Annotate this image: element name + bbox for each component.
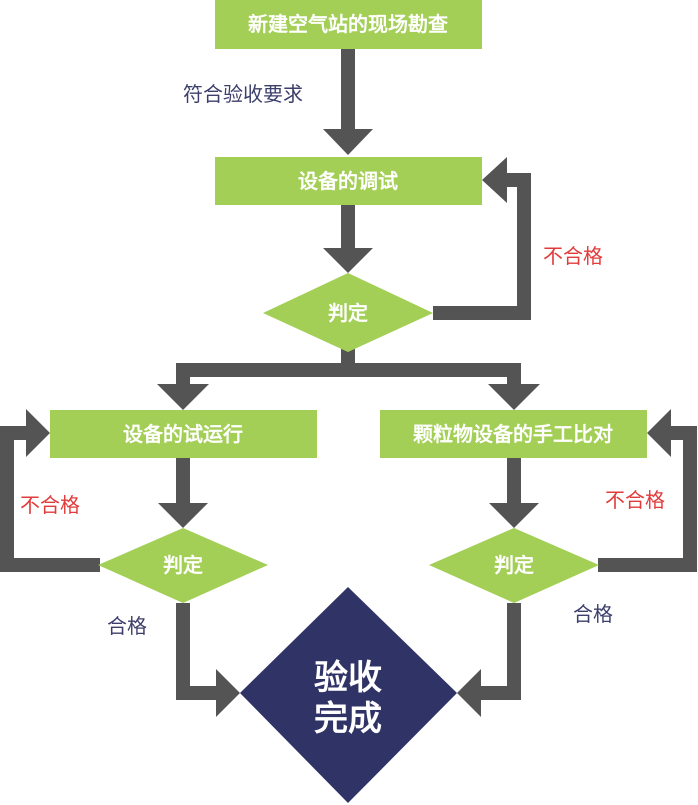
debug-box — [215, 157, 482, 205]
connector-left-pass — [176, 603, 220, 700]
final-diamond — [240, 587, 457, 803]
arrowhead-fail-trial — [26, 409, 50, 457]
trial-run-label: 设备的试运行 — [123, 422, 243, 446]
connector-split-bar — [176, 363, 521, 392]
connector-right-fail-loop — [598, 426, 697, 572]
node-manual-compare: 颗粒物设备的手工比对 — [380, 410, 647, 458]
edge-label-fail-top: 不合格 — [543, 244, 603, 268]
manual-compare-box — [380, 410, 647, 458]
judge-1-label: 判定 — [328, 301, 368, 325]
edge-label-meets-requirements: 符合验收要求 — [183, 82, 303, 106]
debug-label: 设备的调试 — [298, 169, 398, 193]
arrowhead-final-right — [457, 669, 481, 717]
node-trial-run: 设备的试运行 — [50, 410, 317, 458]
connector-debug-to-judge — [341, 205, 355, 250]
arrowhead-fail-debug — [482, 157, 507, 203]
arrowhead-manual-compare — [488, 384, 540, 410]
node-judge-1: 判定 — [263, 273, 433, 352]
site-survey-box — [215, 0, 482, 49]
node-judge-right: 判定 — [429, 528, 599, 603]
judge-right-label: 判定 — [494, 553, 534, 577]
connector-left-fail-loop — [0, 426, 100, 572]
edge-label-fail-left: 不合格 — [20, 493, 80, 517]
arrowhead-debug — [323, 129, 373, 155]
connector-trial-to-judge — [176, 458, 190, 506]
arrowhead-trial-run — [157, 384, 209, 410]
site-survey-label: 新建空气站的现场勘查 — [248, 12, 448, 36]
node-site-survey: 新建空气站的现场勘查 — [215, 0, 482, 49]
arrowhead-judge-right — [489, 503, 539, 528]
arrowhead-final-left — [216, 669, 240, 717]
node-judge-left: 判定 — [98, 528, 268, 603]
manual-compare-label: 颗粒物设备的手工比对 — [413, 422, 613, 446]
node-debug: 设备的调试 — [215, 157, 482, 205]
trial-run-box — [50, 410, 317, 458]
judge-right-diamond — [429, 528, 599, 603]
final-label-line2: 完成 — [314, 699, 382, 739]
arrowhead-judge-left — [158, 503, 208, 528]
edge-label-pass-left: 合格 — [107, 614, 147, 638]
arrowhead-fail-compare — [647, 409, 671, 457]
connector-judge-fail-loop — [433, 173, 531, 320]
connectors — [0, 49, 697, 717]
node-final: 验收 完成 — [240, 587, 457, 803]
arrowhead-judge-1 — [323, 248, 373, 273]
judge-1-diamond — [263, 273, 433, 352]
judge-left-diamond — [98, 528, 268, 603]
final-label-line1: 验收 — [314, 658, 382, 698]
connector-compare-to-judge — [507, 458, 521, 506]
connector-survey-to-debug — [341, 49, 355, 131]
edge-label-fail-right: 不合格 — [605, 488, 665, 512]
edge-label-pass-right: 合格 — [573, 602, 613, 626]
judge-left-label: 判定 — [163, 553, 203, 577]
connector-right-pass — [478, 603, 521, 700]
